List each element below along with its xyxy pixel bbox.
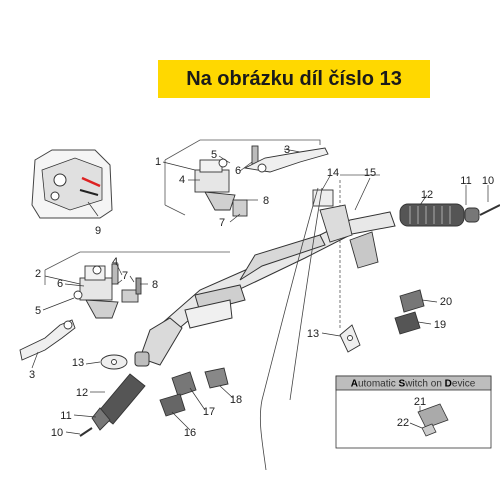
callout-7-lower: 7 [122, 270, 128, 282]
callout-19: 19 [434, 319, 446, 331]
callout-14: 14 [327, 167, 339, 179]
callout-21: 21 [414, 396, 426, 408]
spacer-13-right [339, 324, 361, 353]
callout-4-lower: 4 [112, 256, 118, 268]
callout-5-lower: 5 [35, 305, 41, 317]
callout-22: 22 [397, 417, 409, 429]
part-number-banner: Na obrázku díl číslo 13 [158, 60, 430, 98]
callout-13-left: 13 [72, 357, 84, 369]
callout-3-lower: 3 [29, 369, 35, 381]
leader-lines [31, 148, 489, 435]
handlebar [134, 211, 396, 367]
lower-brake-lever [19, 319, 76, 361]
callout-18: 18 [230, 394, 242, 406]
cables [259, 187, 323, 471]
callout-12-right: 12 [421, 189, 433, 201]
callout-11-left: 11 [60, 410, 71, 422]
legend-title: Automatic Switch on Device [351, 379, 476, 390]
upper-brake-lever [243, 147, 329, 173]
callout-labels: 1 2 3 3 4 4 5 5 6 6 7 7 8 8 9 10 10 11 1… [29, 144, 494, 439]
callout-3-upper: 3 [284, 144, 290, 156]
callout-13-right: 13 [307, 328, 319, 340]
spacer-13-left [100, 354, 128, 370]
right-switch-housing [312, 189, 379, 269]
lower-master-cylinder [73, 263, 142, 319]
callout-10-right: 10 [482, 175, 494, 187]
callout-12-left: 12 [76, 387, 88, 399]
callout-8-upper: 8 [263, 195, 269, 207]
inset-part-9 [31, 149, 113, 219]
switches-19-20 [394, 289, 425, 335]
callout-16: 16 [184, 427, 196, 439]
upper-master-cylinder [194, 145, 259, 217]
callout-11-right: 11 [460, 175, 471, 187]
callout-6-upper: 6 [235, 165, 241, 177]
callout-2: 2 [35, 268, 41, 280]
group-outlines [44, 139, 380, 330]
right-throttle-grip [399, 203, 500, 227]
callout-6-lower: 6 [57, 278, 63, 290]
legend-box: Automatic Switch on Device [335, 375, 492, 449]
callout-4-upper: 4 [179, 174, 185, 186]
callout-7-upper: 7 [219, 217, 225, 229]
callout-17: 17 [203, 406, 215, 418]
callout-10-left: 10 [51, 427, 63, 439]
banner-text: Na obrázku díl číslo 13 [186, 67, 402, 90]
callout-1: 1 [155, 156, 161, 168]
switches-16-18 [159, 367, 229, 417]
callout-8-lower: 8 [152, 279, 158, 291]
callout-15: 15 [364, 167, 376, 179]
callout-20: 20 [440, 296, 452, 308]
callout-5-upper: 5 [211, 149, 217, 161]
callout-9: 9 [95, 225, 101, 237]
left-grip [79, 373, 146, 437]
